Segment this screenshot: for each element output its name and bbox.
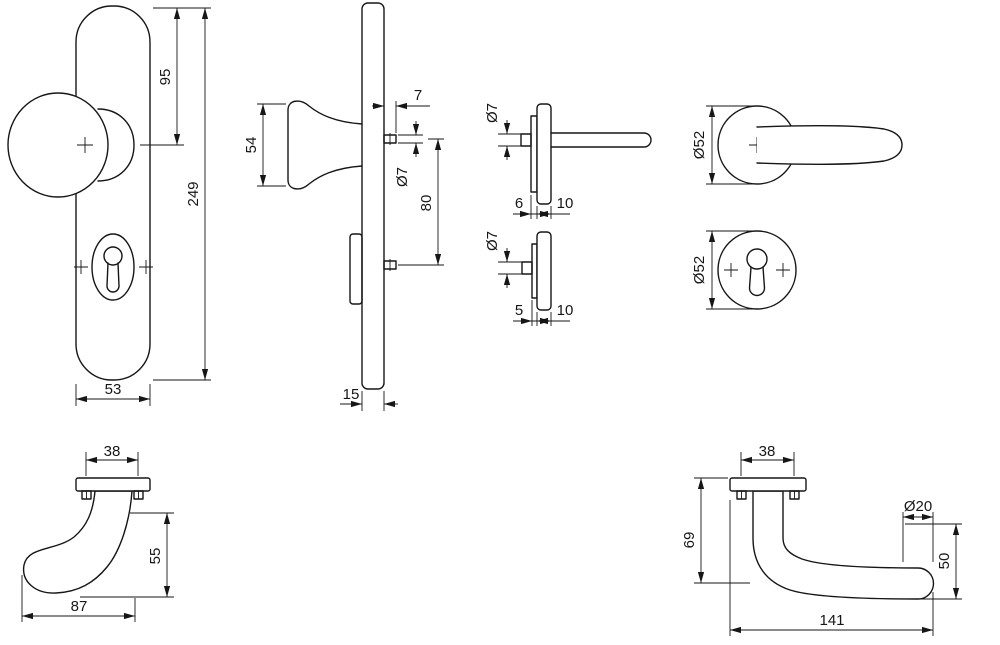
dim-54: 54 [243,103,286,187]
view-knob-side: 38 55 87 [21,443,174,622]
lever-body [752,490,935,600]
dim-label: 7 [414,87,422,104]
dim-label: 50 [936,553,953,570]
dim-95: 95 [140,7,211,146]
dim-87: 87 [21,575,136,622]
dim-screw-dia: Ø7 [394,121,423,187]
escutcheon-outline [717,230,797,310]
view-rose-side-top: Ø7 6 10 [484,103,652,219]
knob-front [7,92,109,198]
dim-label: Ø7 [484,103,501,123]
dim-38: 38 [740,443,795,476]
rose-body [536,231,552,311]
screw-crosses [74,260,153,274]
dim-label: 95 [157,69,174,86]
dim-label: Ø52 [691,256,708,284]
dim-label: 249 [185,181,202,206]
dim-label: 53 [105,381,122,398]
screw-slots [741,491,795,499]
rose-body [536,103,552,205]
cylinder-surround [91,233,135,301]
plate-outline [75,5,151,381]
mount-plate [729,477,807,492]
knob-mount-bump [97,108,135,182]
dim-escutcheon-dia: Ø52 [691,230,754,310]
dim-label: 87 [71,598,88,615]
view-plate-side: 54 7 Ø7 80 15 [243,2,444,411]
center-cross [77,137,93,153]
dim-50: 50 [905,523,962,600]
dim-69: 69 [681,477,750,584]
dim-label: 6 [515,195,523,212]
view-rose-front: Ø52 [691,105,903,185]
dim-label: Ø20 [904,498,932,515]
dim-label: 69 [681,532,698,549]
dim-6-10: 6 10 [513,195,573,219]
dim-label: Ø7 [484,231,501,251]
view-plate-front: 95 249 53 [7,5,211,406]
dim-label: 55 [147,548,164,565]
dim-38: 38 [85,443,139,476]
flange [531,243,538,299]
screw-pin [521,261,533,275]
dim-pin-dia: Ø7 [484,103,521,160]
lever-outline [756,124,903,166]
cylinder-keyway [106,262,120,293]
mount-plate [75,477,151,492]
dim-80: 80 [398,138,444,266]
screw-pin [520,133,532,147]
dim-label: 80 [418,195,435,212]
lever-fill [757,125,902,165]
knob-body [22,490,133,594]
view-rose-side-bottom: Ø7 5 10 [484,231,573,326]
dim-label: Ø52 [691,131,708,159]
dim-grip-dia: Ø20 [902,498,934,562]
screw-crosses [724,263,790,277]
plate-side-outline [361,2,385,390]
dim-label: 38 [104,443,121,460]
dim-label: 10 [557,302,574,319]
profile-cylinder-keyway [748,266,766,297]
flange [530,115,538,193]
dim-249: 249 [153,8,211,381]
dim-label: 5 [515,302,523,319]
dim-rose-dia: Ø52 [691,105,754,185]
handle-neck [550,132,652,148]
view-escutcheon-front: Ø52 [691,230,797,310]
screw-slots [86,491,139,499]
dim-15: 15 [340,386,398,411]
dim-label: 38 [759,443,776,460]
cylinder-core [103,246,123,266]
dim-label: 10 [557,195,574,212]
dim-label: 15 [343,386,360,403]
cylinder-housing-side [349,233,363,305]
dim-55: 55 [80,512,174,598]
dim-5-10: 5 10 [513,300,573,326]
knob-profile [287,100,363,190]
dim-label: 54 [243,137,260,154]
dim-label: 141 [819,612,844,629]
dim-pin-dia: Ø7 [484,231,522,288]
profile-cylinder-core [746,248,768,270]
dim-7: 7 [372,87,430,133]
dim-141: 141 [729,500,934,636]
view-lever-side: 38 Ø20 69 50 141 [681,443,962,636]
dim-53: 53 [75,381,151,406]
dim-label: Ø7 [394,167,411,187]
